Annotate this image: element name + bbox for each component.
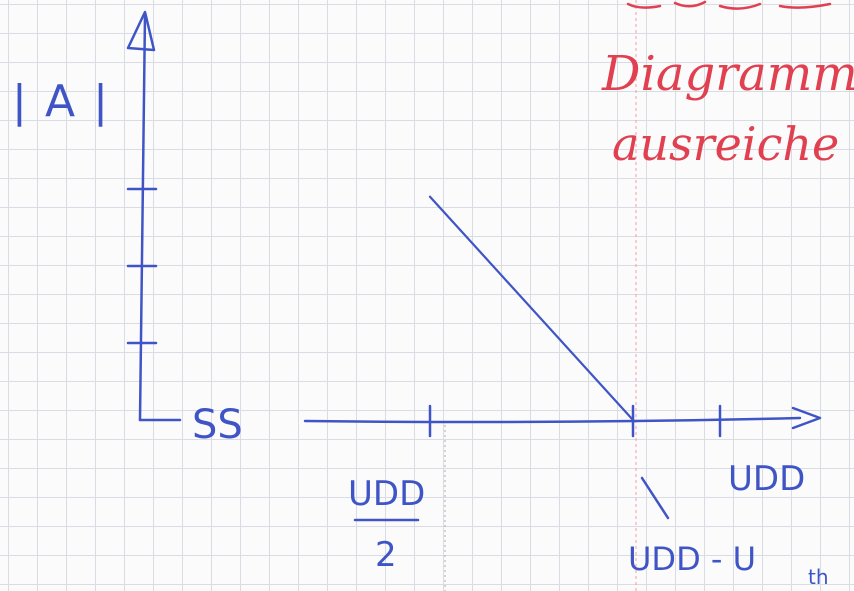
x-tick-label-0-den: 2 [375,535,397,575]
y-axis-label: |A| [12,76,108,127]
x-tick-label-1-subscript: th [808,565,829,589]
series-line [428,195,635,422]
annotation-line-2: ausreiche [612,117,839,171]
x-tick-label-2: UDD [728,459,805,499]
annotation-line-1: Diagramm [601,46,854,102]
annotation-scribble-top [626,0,832,10]
x-tick-label-1-pointer [640,476,670,520]
x-axis-arrow-icon [791,406,822,430]
x-tick-label-0-num: UDD [348,474,425,514]
y-axis [138,12,147,422]
x-tick-label-1: UDD - U [628,540,756,578]
y-axis-arrow-icon [126,10,156,52]
x-origin-label: SS [192,402,243,448]
x-axis [303,416,802,424]
y-ticks [126,187,158,345]
